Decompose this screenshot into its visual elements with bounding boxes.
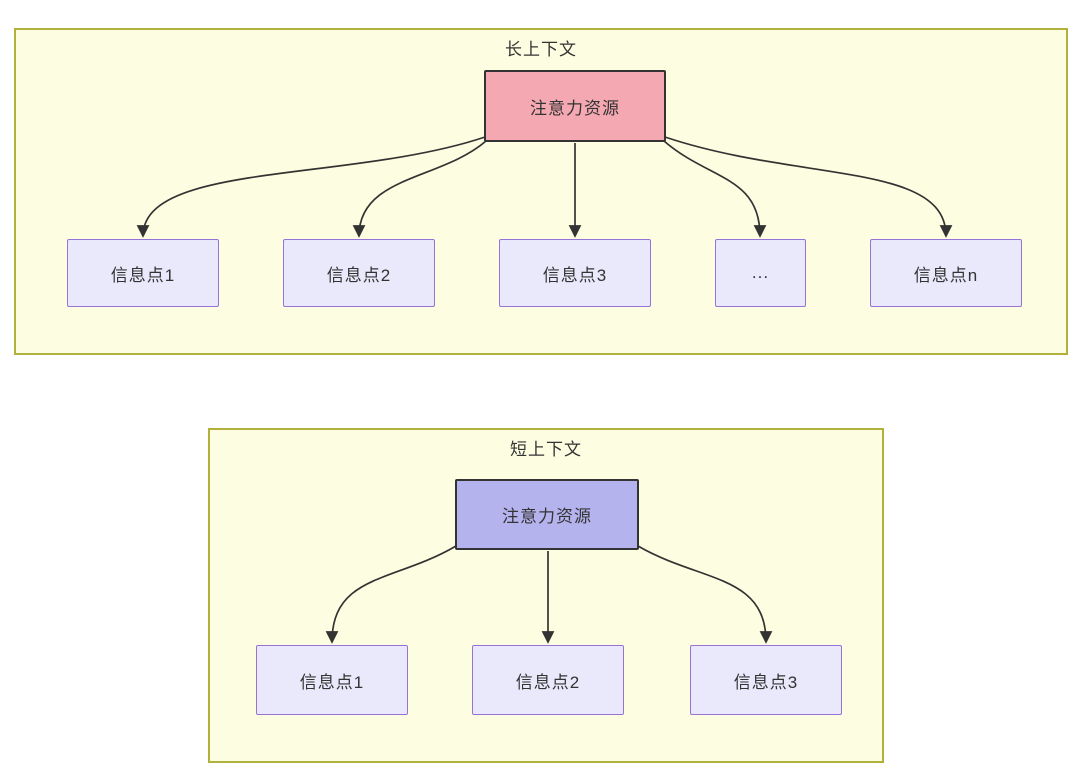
long-context-container: 长上下文 注意力资源 信息点1 信息点2 信息点3 ... 信息点n	[14, 28, 1068, 355]
short-context-container: 短上下文 注意力资源 信息点1 信息点2 信息点3	[208, 428, 884, 763]
short-info-node-2: 信息点2	[472, 645, 624, 715]
long-context-title: 长上下文	[505, 40, 577, 59]
long-attention-node: 注意力资源	[484, 70, 666, 142]
long-info-node-ellipsis: ...	[715, 239, 806, 307]
long-info-node-1: 信息点1	[67, 239, 219, 307]
long-info-node-3: 信息点3	[499, 239, 651, 307]
long-info-node-2: 信息点2	[283, 239, 435, 307]
edge-arrow-short-3	[637, 545, 773, 644]
edge-arrow-long-1	[136, 136, 486, 238]
short-attention-node: 注意力资源	[455, 479, 639, 550]
short-info-node-1: 信息点1	[256, 645, 408, 715]
short-context-title: 短上下文	[510, 440, 582, 459]
edge-arrow-long-4	[663, 140, 767, 238]
long-info-node-n: 信息点n	[870, 239, 1022, 307]
short-info-node-3: 信息点3	[690, 645, 842, 715]
edge-arrow-long-5	[664, 136, 953, 238]
edge-arrow-short-1	[325, 545, 457, 644]
edge-arrow-long-2	[352, 140, 487, 238]
